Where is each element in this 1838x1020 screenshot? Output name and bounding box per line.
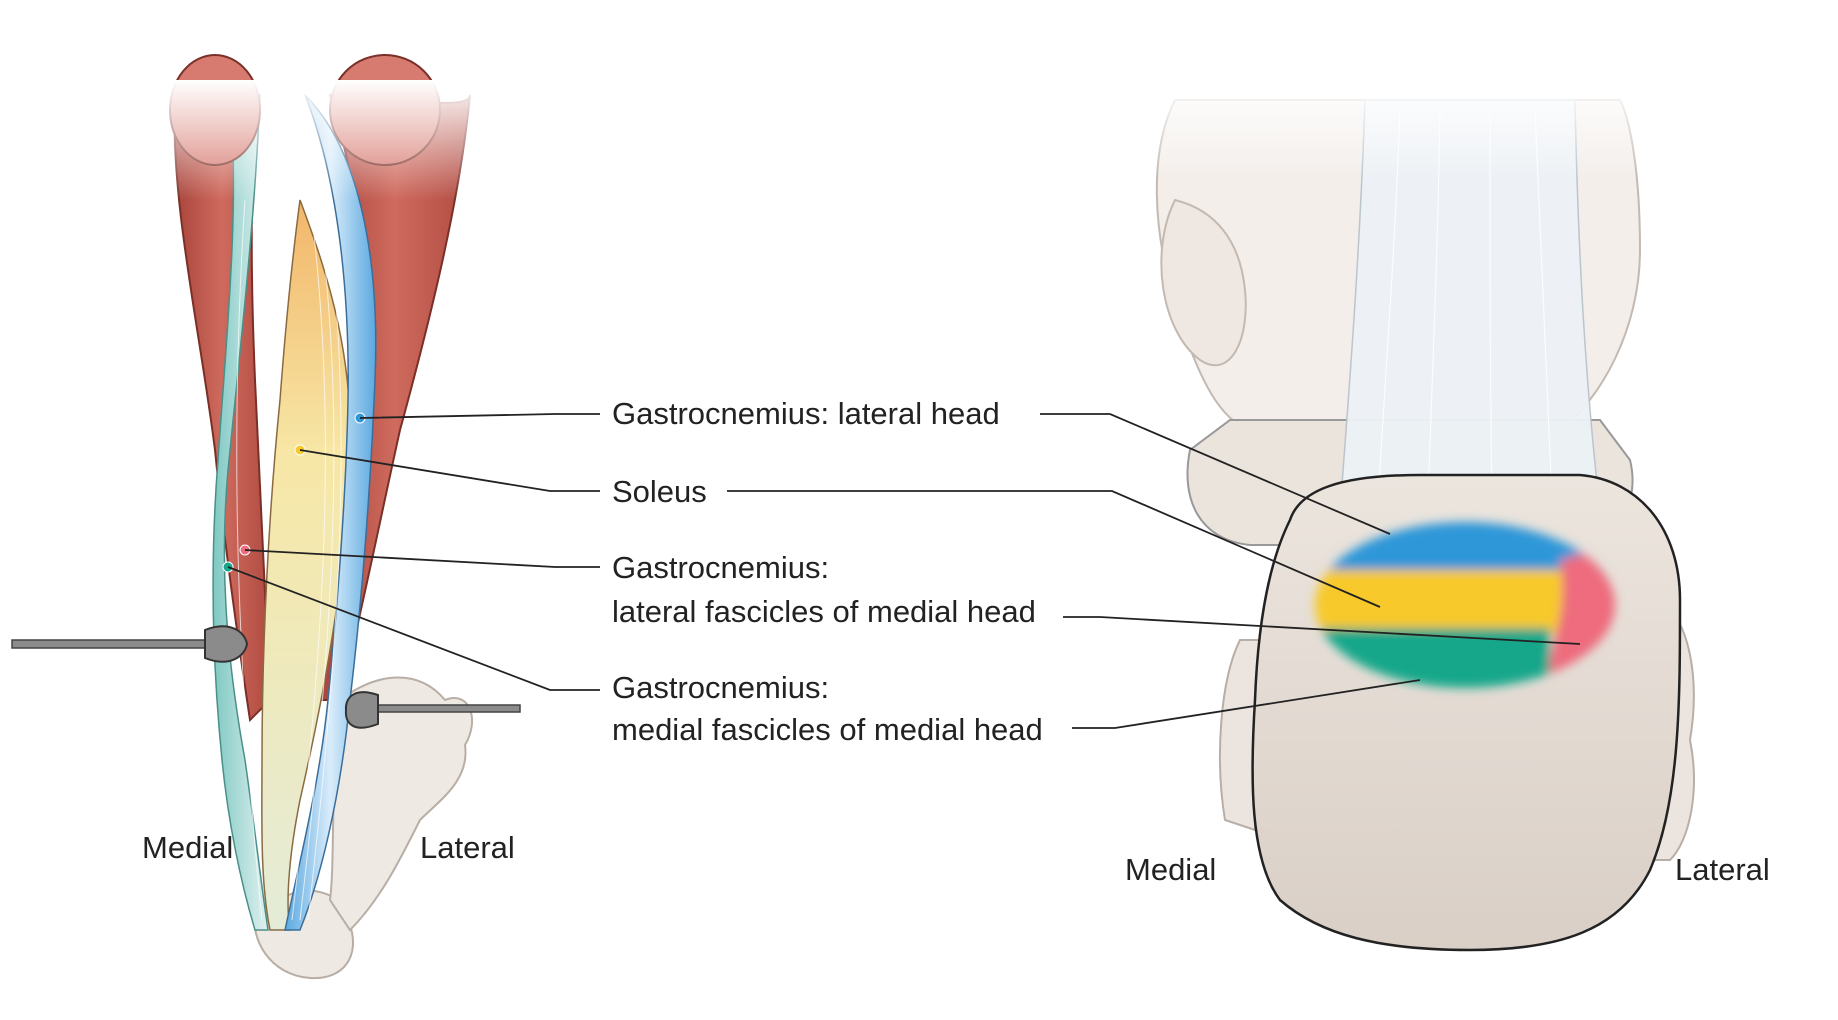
right-medial-label: Medial [1125,852,1216,887]
label-medial-fascicles-line2: medial fascicles of medial head [612,712,1043,747]
footprint-soleus-region [1315,570,1590,634]
footprint-lateral-fascicles-region [1545,540,1615,688]
leader-lines [227,413,1581,729]
left-posterior-leg-view: Medial Lateral [11,54,521,980]
right-calcaneus-view: Medial Lateral [1125,80,1770,952]
leader-medial-fascicles-left [227,566,600,691]
leader-soleus-right [727,490,1381,608]
left-medial-label: Medial [142,830,233,865]
left-top-fade [150,80,490,200]
leader-lateral-fascicles-right [1063,616,1581,645]
label-lateral-fascicles-line2: lateral fascicles of medial head [612,594,1036,629]
leader-lateral-head-right [1040,413,1391,535]
left-foot-bones [328,676,474,932]
callout-labels: Gastrocnemius: lateral head Soleus Gastr… [612,396,1043,747]
left-lateral-label: Lateral [420,830,515,865]
right-lateral-label: Lateral [1675,852,1770,887]
left-lateral-retractor [344,691,521,729]
left-lateral-head-tendon [284,94,377,931]
label-gastrocnemius-lateral-head: Gastrocnemius: lateral head [612,396,1000,431]
right-medial-malleolus [1160,198,1247,367]
leader-lateral-head-left [359,413,600,419]
leader-lateral-fascicles-left [244,549,600,568]
label-soleus: Soleus [612,474,707,509]
left-medial-fascicles-tendon [212,94,269,931]
label-medial-fascicles-line1: Gastrocnemius: [612,670,829,705]
left-medial-retractor [11,625,249,663]
label-lateral-fascicles-line1: Gastrocnemius: [612,550,829,585]
leader-medial-fascicles-right [1072,679,1421,729]
left-tendon-fibers [236,199,342,921]
right-top-fade [1140,80,1660,180]
leader-soleus-left [299,449,600,492]
